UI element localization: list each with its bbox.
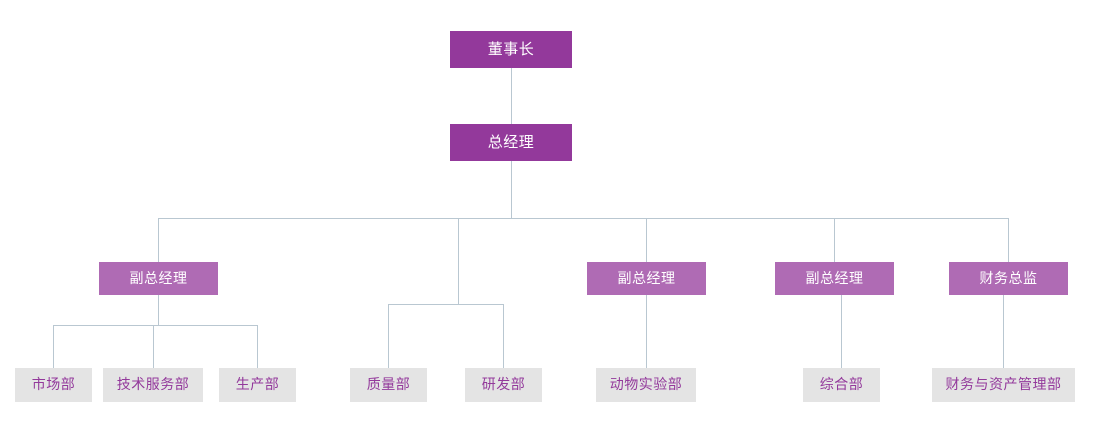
connector-bus-drop-vp3	[834, 218, 835, 262]
org-node[interactable]: 副总经理	[587, 262, 706, 295]
org-node[interactable]: 董事长	[450, 31, 572, 68]
connector-cfo-drop-finance-assets	[1003, 295, 1004, 368]
org-node-label: 动物实验部	[609, 377, 683, 393]
connector-chairman-to-gm	[511, 68, 512, 124]
connector-vp1-drop-tech-service	[153, 325, 154, 368]
org-node-label: 研发部	[481, 377, 526, 393]
connector-gm-stem-down	[511, 161, 512, 218]
org-node[interactable]: 财务总监	[949, 262, 1068, 295]
connector-center-drop-rnd	[503, 304, 504, 368]
connector-bus-drop-vp2	[646, 218, 647, 262]
connector-vp1-stem-down	[158, 295, 159, 325]
org-node-label: 技术服务部	[116, 377, 190, 393]
org-node[interactable]: 生产部	[219, 368, 296, 402]
org-node[interactable]: 市场部	[15, 368, 92, 402]
connector-vp3-drop-general-affairs	[841, 295, 842, 368]
connector-bus-drop-center	[458, 218, 459, 304]
org-node-label: 质量部	[366, 377, 411, 393]
connector-center-drop-quality	[388, 304, 389, 368]
org-node[interactable]: 动物实验部	[596, 368, 696, 402]
connector-bus-drop-vp1	[158, 218, 159, 262]
org-node[interactable]: 财务与资产管理部	[932, 368, 1075, 402]
org-node[interactable]: 总经理	[450, 124, 572, 161]
connector-vp1-drop-production	[257, 325, 258, 368]
org-node[interactable]: 研发部	[465, 368, 542, 402]
org-node-label: 生产部	[235, 377, 280, 393]
org-node-label: 副总经理	[617, 270, 676, 287]
org-node-label: 副总经理	[805, 270, 864, 287]
connector-vp1-drop-market	[53, 325, 54, 368]
org-node-label: 董事长	[487, 40, 535, 58]
connector-level3-horizontal-bus	[158, 218, 1008, 219]
org-node-label: 综合部	[819, 377, 864, 393]
org-node-label: 财务与资产管理部	[945, 377, 1062, 393]
connector-center-child-bus	[388, 304, 504, 305]
org-node-label: 市场部	[31, 377, 76, 393]
org-node-label: 总经理	[487, 133, 535, 151]
org-node[interactable]: 质量部	[350, 368, 427, 402]
connector-vp2-drop-animal-lab	[646, 295, 647, 368]
org-node-label: 财务总监	[979, 270, 1038, 287]
connector-vp1-child-bus	[53, 325, 258, 326]
org-node[interactable]: 副总经理	[99, 262, 218, 295]
org-node-label: 副总经理	[129, 270, 188, 287]
org-node[interactable]: 副总经理	[775, 262, 894, 295]
connector-bus-drop-cfo	[1008, 218, 1009, 262]
org-node[interactable]: 技术服务部	[103, 368, 203, 402]
org-node[interactable]: 综合部	[803, 368, 880, 402]
